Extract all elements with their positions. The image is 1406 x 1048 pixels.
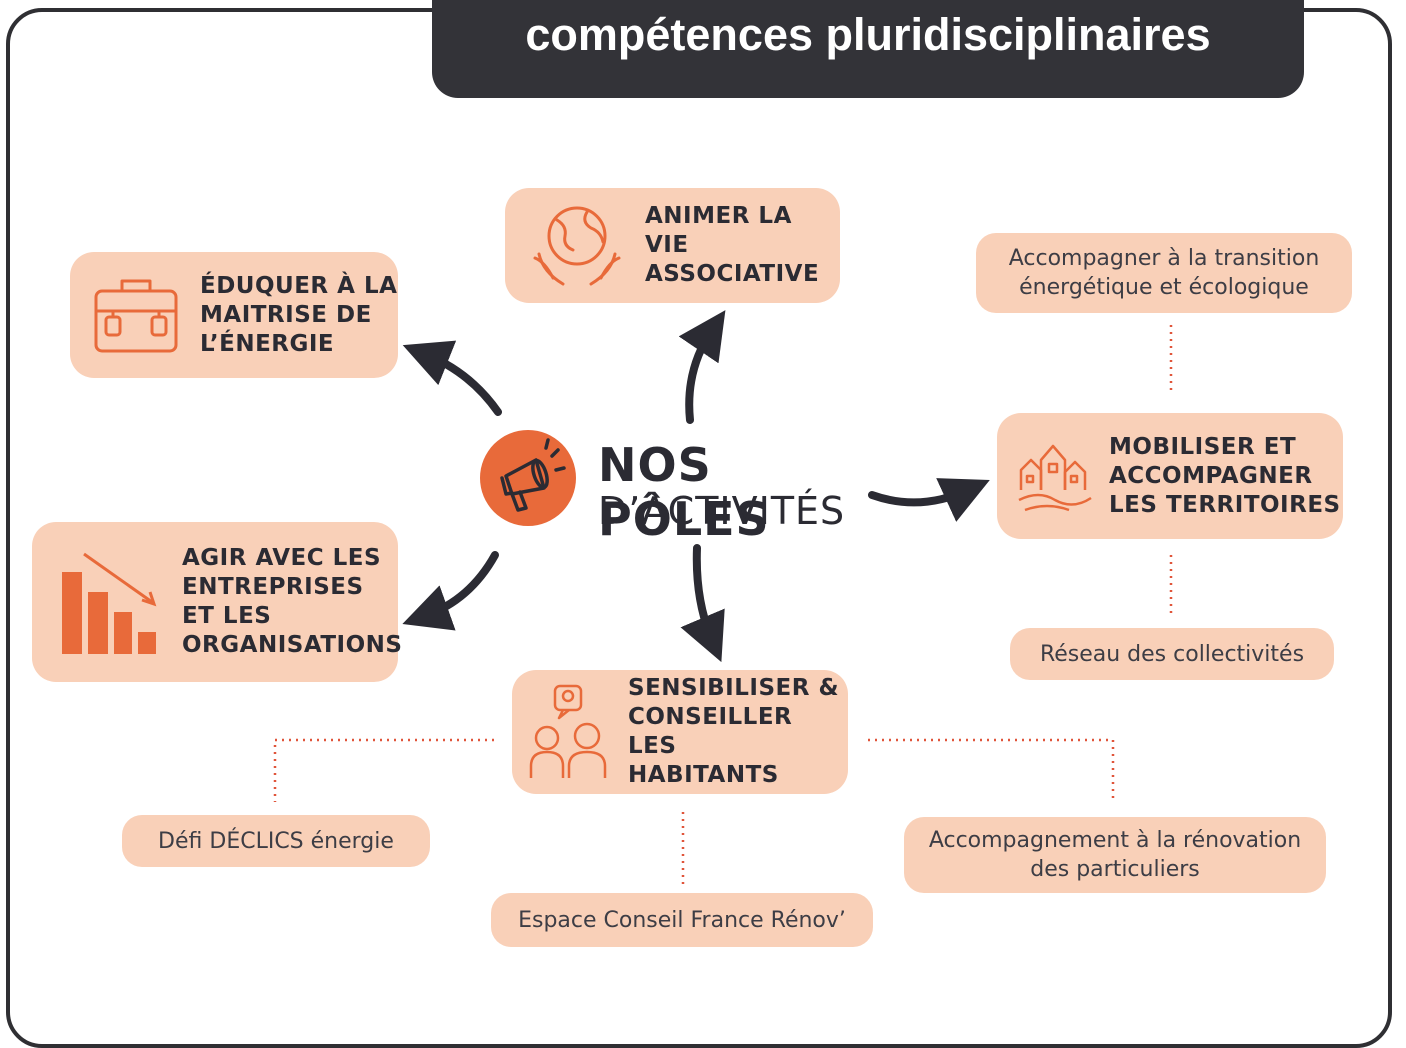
- pole-animer-label: ANIMER LA VIE ASSOCIATIVE: [645, 203, 820, 287]
- sub-transition: Accompagner à la transition énergétique …: [976, 233, 1352, 313]
- declining-bar-chart-icon: [58, 547, 162, 657]
- dotted-links: [273, 325, 1173, 884]
- people-idea-icon: [524, 680, 612, 784]
- pole-mobiliser: MOBILISER ET ACCOMPAGNER LES TERRITOIRES: [997, 413, 1343, 539]
- globe-hands-icon: [523, 196, 631, 296]
- arrow-to-animer: [678, 310, 726, 424]
- pole-agir: AGIR AVEC LES ENTREPRISES ET LES ORGANIS…: [32, 522, 402, 682]
- pole-mobiliser-label: MOBILISER ET ACCOMPAGNER LES TERRITOIRES: [1109, 433, 1341, 518]
- pole-sensibiliser: SENSIBILISER & CONSEILLER LES HABITANTS: [512, 670, 848, 794]
- village-icon: [1013, 431, 1095, 521]
- title-banner: compétences pluridisciplinaires: [432, 0, 1304, 98]
- megaphone-icon: [480, 430, 576, 526]
- center-subtitle: D’ACTIVITÉS: [598, 489, 846, 533]
- pole-animer: ANIMER LA VIE ASSOCIATIVE: [505, 188, 840, 303]
- page-title: compétences pluridisciplinaires: [525, 9, 1211, 60]
- arrow-to-eduquer: [402, 340, 502, 416]
- pole-sensibiliser-label: SENSIBILISER & CONSEILLER LES HABITANTS: [628, 675, 840, 788]
- pole-agir-label: AGIR AVEC LES ENTREPRISES ET LES ORGANIS…: [182, 545, 403, 658]
- sub-defi: Défi DÉCLICS énergie: [122, 815, 430, 867]
- pole-eduquer: ÉDUQUER À LA MAITRISE DE L’ÉNERGIE: [70, 252, 398, 378]
- arrow-to-mobiliser: [868, 478, 990, 522]
- center-hub: NOS PÔLES D’ACTIVITÉS: [480, 430, 880, 546]
- sub-renovation: Accompagnement à la rénovation des parti…: [904, 817, 1326, 893]
- arrow-to-agir: [402, 551, 499, 631]
- briefcase-icon: [90, 267, 182, 363]
- sub-espace: Espace Conseil France Rénov’: [491, 893, 873, 947]
- center-title: NOS PÔLES: [598, 438, 770, 546]
- pole-eduquer-label: ÉDUQUER À LA MAITRISE DE L’ÉNERGIE: [200, 272, 398, 357]
- arrow-to-sensibiliser: [680, 544, 725, 663]
- sub-reseau: Réseau des collectivités: [1010, 628, 1334, 680]
